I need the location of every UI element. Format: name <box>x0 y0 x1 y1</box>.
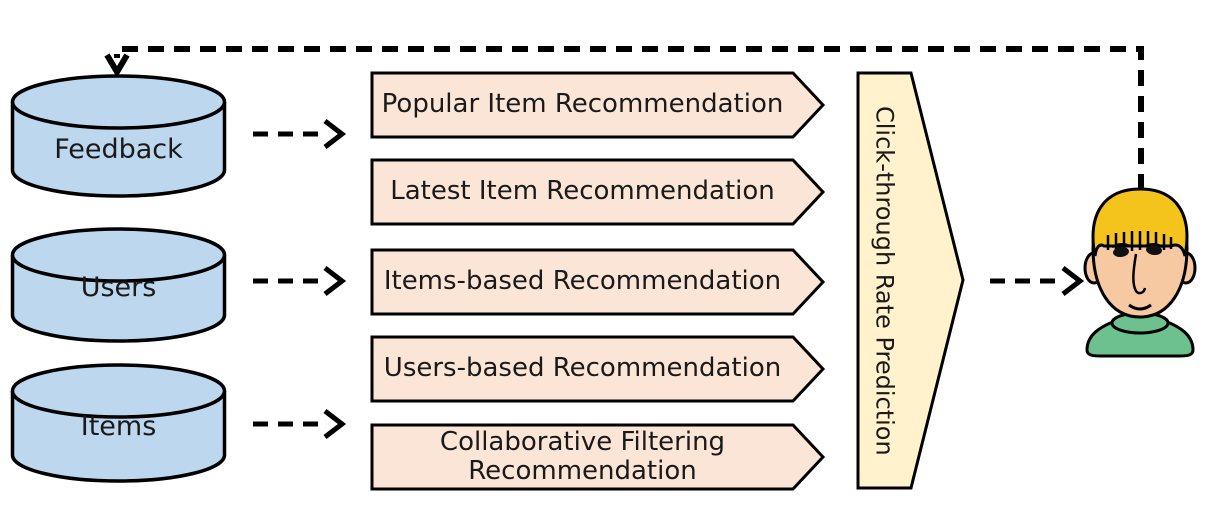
connector-arrow-ranker-to-user <box>990 266 1085 296</box>
recommender-box-items-based <box>370 248 826 316</box>
db-cylinder-items <box>10 363 227 483</box>
recommender-box-users-based <box>370 335 826 403</box>
recommender-box-collaborative <box>370 423 826 491</box>
person-icon <box>1083 187 1197 358</box>
connector-arrow-items <box>253 409 347 439</box>
feedback-loop-arrow <box>104 46 1144 190</box>
db-cylinder-feedback <box>10 74 227 198</box>
recommender-box-latest <box>370 158 826 226</box>
ranker-pentagon <box>856 71 965 490</box>
connector-arrow-users <box>253 266 347 296</box>
connector-arrow-feedback <box>253 119 347 149</box>
db-cylinder-users <box>10 227 227 343</box>
recommender-box-popular <box>370 71 826 139</box>
